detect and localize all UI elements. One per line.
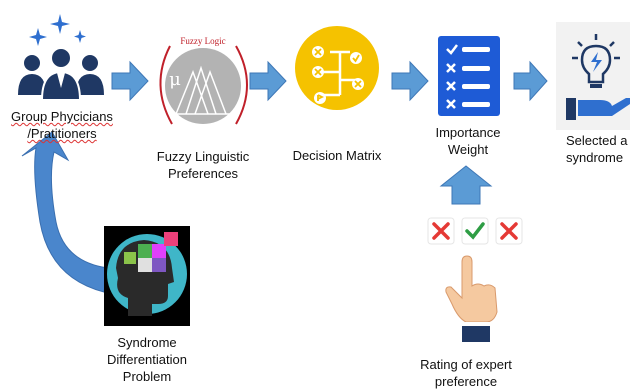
physicians-line1: Group Phycicians: [11, 109, 113, 124]
syndrome-line2: Differentiation: [107, 352, 187, 367]
physicians-line2: /Pratitioners: [27, 126, 97, 141]
fuzzy-line2: Preferences: [167, 166, 239, 181]
feedback-arrow: [21, 131, 109, 293]
rating-label: Rating of expert preference: [410, 356, 522, 390]
syndrome-line1: Syndrome: [117, 335, 177, 350]
flow-arrow: [391, 60, 429, 102]
rating-hand-icon: [445, 255, 498, 342]
up-arrow: [439, 165, 493, 205]
syndrome-label: Syndrome Differentiation Problem: [92, 334, 202, 385]
fuzzy-logic-badge: Fuzzy Logic: [180, 36, 226, 46]
flow-arrow: [513, 60, 548, 102]
sparkle-icon: [29, 28, 47, 46]
sparkle-icon: [74, 30, 86, 43]
sparkle-icon: [50, 14, 70, 34]
selected-label: Selected a syndrome: [566, 132, 630, 166]
syndrome-line3: Problem: [122, 369, 172, 384]
users-group-icon: [18, 14, 104, 101]
mu-symbol: μ: [169, 69, 181, 90]
flow-arrow: [249, 60, 287, 102]
rating-line2: preference: [434, 374, 498, 389]
selected-line1: Selected a: [566, 133, 628, 148]
selected-line2: syndrome: [566, 150, 624, 165]
importance-line1: Importance: [435, 125, 501, 140]
decision-label: Decision Matrix: [292, 148, 382, 163]
physicians-label: Group Phycicians /Pratitioners: [0, 108, 124, 142]
decision-tree-icon: [295, 26, 379, 110]
fuzzy-membership-icon: [159, 45, 248, 125]
rating-line1: Rating of expert: [420, 357, 512, 372]
lightbulb-hand-icon: [556, 22, 630, 130]
importance-label: Importance Weight: [420, 124, 516, 158]
flow-arrow: [111, 60, 149, 102]
checklist-icon: [438, 36, 500, 116]
importance-line2: Weight: [447, 142, 489, 157]
rating-marks: [427, 217, 523, 245]
fuzzy-line1: Fuzzy Linguistic: [156, 149, 250, 164]
head-puzzle-icon: [104, 226, 190, 326]
fuzzy-label: Fuzzy Linguistic Preferences: [142, 148, 264, 182]
